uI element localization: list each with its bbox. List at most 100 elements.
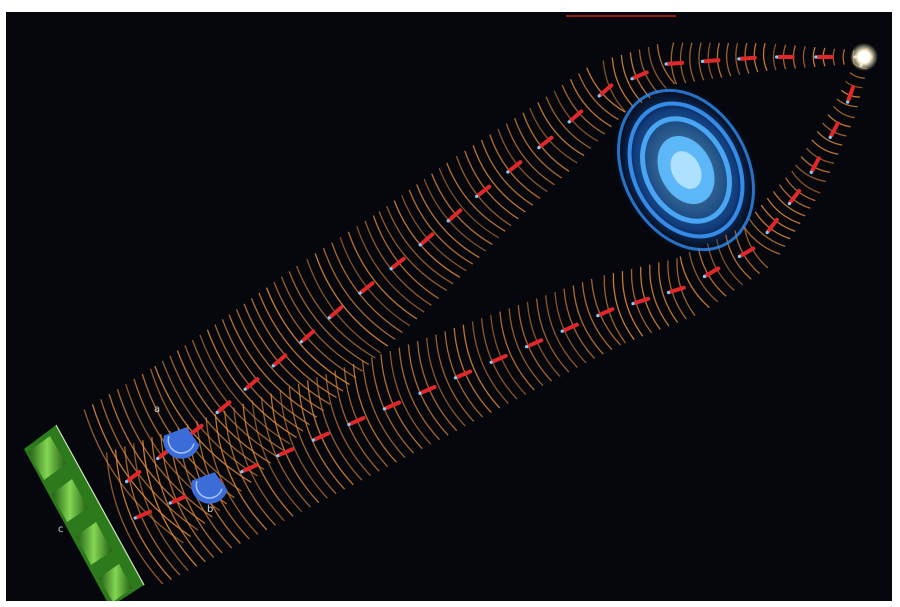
photon-glint: [631, 302, 634, 305]
wavefront-arc: [427, 338, 466, 426]
photon-glint: [419, 243, 422, 246]
photon-glint: [312, 439, 315, 442]
photon-glint: [665, 62, 668, 65]
wavefront-arc: [833, 106, 854, 117]
photon-glint: [418, 392, 421, 395]
photon-glint: [701, 60, 704, 63]
wavefront-arc: [564, 289, 595, 359]
wavefront-arc: [571, 79, 612, 126]
photon-dash: [768, 220, 777, 231]
photon-dash: [541, 138, 552, 147]
wavefront-arc: [491, 315, 526, 395]
wavefront-arc: [537, 299, 569, 373]
photon-dash: [848, 87, 853, 100]
wavefront-arc: [767, 198, 800, 223]
wavefront-arc: [690, 43, 695, 82]
wavefront-arc: [530, 108, 577, 163]
wavefront-arc: [562, 85, 604, 134]
wavefront-arc: [222, 319, 309, 424]
photon-glint: [300, 340, 303, 343]
photon-glint: [169, 501, 172, 504]
screen-label: c: [58, 524, 64, 535]
wavefront-arcs: [84, 43, 869, 585]
photon-glint: [766, 231, 769, 234]
photon-glint: [703, 275, 706, 278]
source-star-core: [858, 51, 870, 63]
photon-dash: [668, 63, 682, 64]
wavefront-arc: [680, 257, 709, 308]
photon-glint: [788, 202, 791, 205]
photon-dash: [529, 340, 542, 346]
photon-glint: [240, 470, 243, 473]
photon-dash: [705, 60, 719, 61]
photon-glint: [667, 291, 670, 294]
wavefront-arc: [763, 43, 767, 71]
photon-dash: [315, 434, 328, 440]
photon-glint: [475, 195, 478, 198]
wavefront-arc: [806, 148, 834, 163]
photon-dash: [706, 269, 718, 276]
photon-glint: [272, 364, 275, 367]
wavefront-arc: [500, 312, 534, 391]
wavefront-arc: [527, 302, 560, 377]
photon-glint: [596, 314, 599, 317]
photon-glint: [156, 457, 159, 460]
photon-glint: [568, 120, 571, 123]
photon-glint: [347, 423, 350, 426]
photon-glint: [328, 316, 331, 319]
wavefront-arc: [828, 115, 851, 127]
photon-dash: [571, 111, 582, 120]
photon-glint: [216, 411, 219, 414]
photon-glint: [814, 55, 817, 58]
scene-svg: a b c: [6, 12, 892, 601]
photon-dash: [493, 356, 506, 362]
photon-glint: [244, 388, 247, 391]
photon-glint: [810, 171, 813, 174]
wavefront-arc: [812, 140, 838, 154]
wavefront-arc: [573, 285, 603, 354]
photon-trails: [125, 50, 871, 519]
photon-dash: [741, 58, 755, 59]
wavefront-arc: [465, 151, 519, 219]
photon-glint: [738, 255, 741, 258]
photon-dash: [422, 387, 435, 393]
photon-dash: [172, 497, 185, 503]
photon-glint: [134, 516, 137, 519]
photon-glint: [525, 345, 528, 348]
wavefront-arc: [282, 277, 363, 371]
detector-a-label: a: [154, 404, 160, 415]
wavefront-arc: [803, 46, 805, 67]
photon-dash: [362, 283, 373, 292]
wavefront-arc: [274, 282, 356, 378]
wavefront-arc: [843, 49, 844, 64]
photon-dash: [386, 403, 399, 409]
photon-glint: [846, 101, 849, 104]
photon-dash: [280, 449, 293, 455]
photon-dash: [634, 72, 647, 78]
photon-glint: [537, 146, 540, 149]
photon-glint: [454, 376, 457, 379]
wavefront-arc: [727, 43, 731, 76]
wavefront-arc: [850, 73, 865, 79]
photon-glint: [737, 57, 740, 60]
photon-dash: [457, 371, 470, 377]
photon-glint: [390, 267, 393, 270]
photon-dash: [244, 465, 257, 471]
photon-dash: [601, 85, 612, 94]
photon-dash: [128, 472, 139, 480]
wavefront-arc: [244, 304, 330, 404]
detector-b-label: b: [207, 504, 213, 515]
photon-glint: [125, 480, 128, 483]
photon-dash: [190, 426, 201, 434]
photon-glint: [630, 77, 633, 80]
photon-dash: [351, 418, 364, 424]
interference-screen: [24, 425, 144, 601]
photon-glint: [598, 94, 601, 97]
photon-glint: [490, 361, 493, 364]
photon-glint: [383, 407, 386, 410]
wavefront-arc: [215, 325, 303, 432]
lensing-galaxy: [584, 59, 789, 282]
gravitational-lens-illustration: a b c: [6, 12, 892, 601]
photon-glint: [358, 292, 361, 295]
